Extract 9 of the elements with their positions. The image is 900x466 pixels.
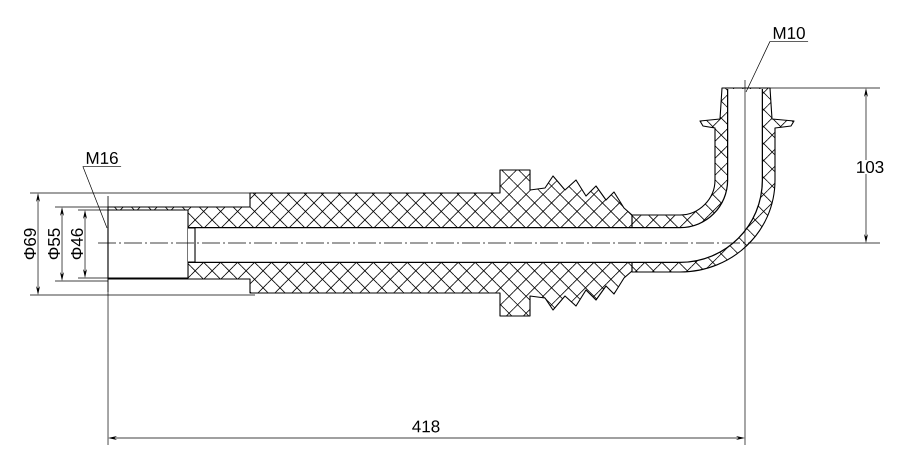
dimension-label: Φ55: [48, 228, 60, 260]
callout-label: M16: [86, 152, 118, 164]
dimension-label: 418: [412, 420, 440, 432]
leader-line: [82, 166, 122, 228]
dimension-label: Φ69: [24, 228, 36, 260]
dimension-label: Φ46: [70, 228, 83, 260]
leader-line: [746, 41, 808, 92]
dimension-label: 103: [854, 160, 886, 174]
callout-label: M10: [774, 26, 805, 40]
